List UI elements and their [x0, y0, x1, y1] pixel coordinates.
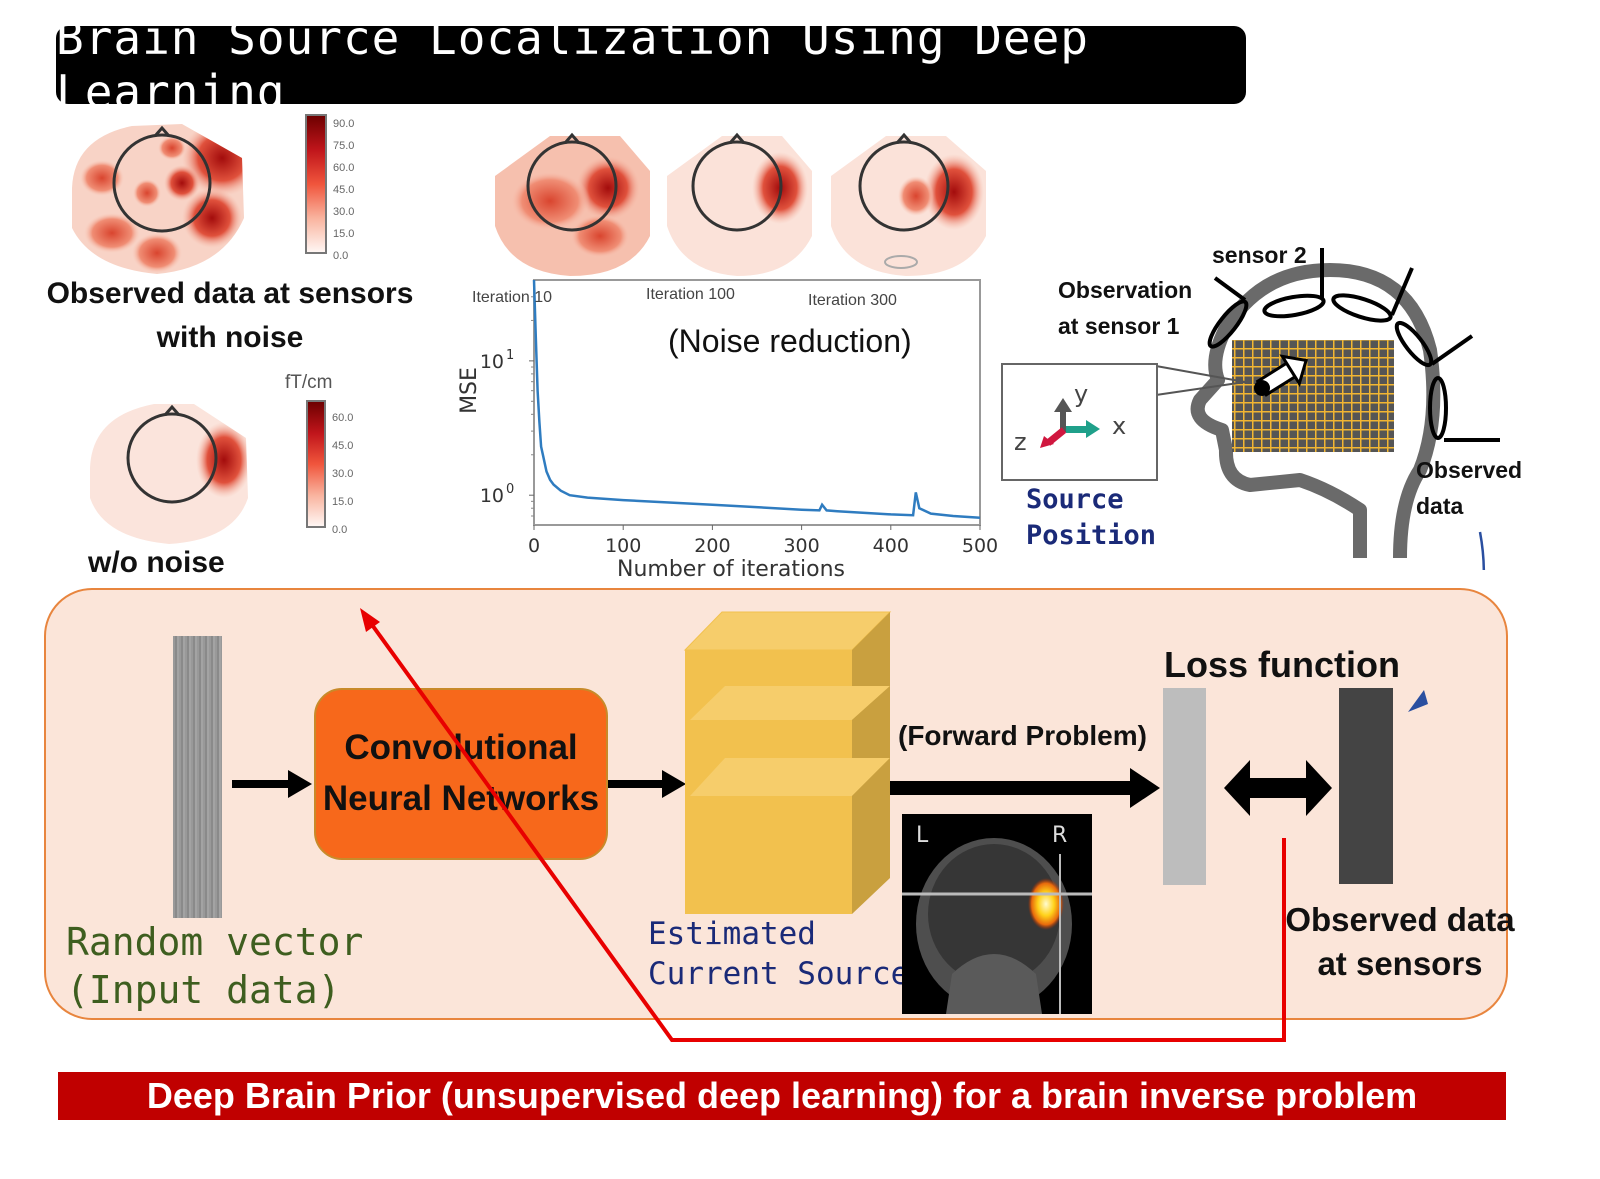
x-tick-label: 0	[528, 535, 540, 557]
colorbar-tick: 90.0	[333, 118, 355, 130]
colorbar-tick: 15.0	[333, 228, 355, 240]
arrow-to-cnn	[232, 770, 312, 798]
observed-data-bar	[1339, 688, 1393, 884]
mse-series-line	[532, 279, 981, 519]
iteration-label-100: Iteration 100	[646, 286, 735, 303]
clean-caption: w/o noise	[88, 546, 225, 579]
colorbar-noisy-ticks: 90.0 75.0 60.0 45.0 30.0 15.0 0.0	[333, 118, 383, 262]
cube-bottom	[685, 758, 890, 914]
axis-x-label: x	[1112, 412, 1126, 440]
noisy-caption-line1: Observed data at sensors	[46, 277, 414, 310]
cnn-line2: Neural Networks	[322, 779, 600, 818]
y-tick-exponent: 0	[506, 482, 514, 497]
y-tick-exponent: 1	[506, 348, 514, 363]
random-vector-line1: Random vector	[66, 920, 364, 964]
axis-callout-box	[1001, 363, 1158, 481]
observed-data-flow-arrow	[1478, 531, 1485, 570]
observation-sensor-1-label: Observation at sensor 1	[1058, 272, 1192, 344]
x-axis-label: Number of iterations	[617, 557, 845, 582]
axes-icon	[1040, 398, 1100, 448]
y-tick-label: 10	[480, 351, 504, 373]
colorbar-tick: 45.0	[332, 440, 354, 452]
observed-sensors-line2: at sensors	[1317, 945, 1483, 982]
estimated-source-label: Estimated Current Source	[648, 914, 909, 994]
y-axis-label: MSE	[457, 367, 482, 414]
colorbar-unit: fT/cm	[285, 372, 333, 393]
iteration-label-300: Iteration 300	[808, 292, 897, 309]
noisy-caption-line2: with noise	[156, 321, 304, 354]
source-line1: Source	[1026, 484, 1124, 515]
x-tick-label: 100	[605, 535, 641, 557]
source-dipole-arrow	[1254, 354, 1309, 397]
y-tick-label: 10	[480, 485, 504, 507]
colorbar-tick: 0.0	[333, 250, 349, 262]
topomap-noisy	[72, 124, 244, 274]
colorbar-tick: 15.0	[332, 496, 354, 508]
colorbar-clean	[306, 400, 326, 528]
mri-image: L R	[902, 814, 1092, 1014]
iteration-label-10: Iteration 10	[472, 289, 552, 306]
x-tick-label: 200	[694, 535, 730, 557]
observation-line2: at sensor 1	[1058, 313, 1180, 339]
cnn-line1: Convolutional	[344, 728, 578, 768]
random-vector-line2: (Input data)	[66, 968, 341, 1012]
arrow-to-source	[608, 770, 686, 798]
noisy-caption: Observed data at sensors with noise	[20, 272, 440, 360]
topomap-clean	[90, 404, 248, 544]
axis-y-label: y	[1074, 380, 1088, 408]
head-outline	[1190, 263, 1441, 559]
mri-right-label: R	[1052, 823, 1067, 848]
compare-double-arrow	[1224, 760, 1332, 816]
sensor-coils	[1207, 248, 1500, 442]
x-axis-ticks: 0 100 200 300 400 500	[528, 525, 998, 557]
colorbar-tick: 60.0	[332, 412, 354, 424]
colorbar-tick: 45.0	[333, 184, 355, 196]
estimated-source-cubes	[683, 611, 892, 914]
random-vector-label: Random vector (Input data)	[66, 918, 363, 1014]
colorbar-tick: 0.0	[332, 524, 348, 536]
topomap-iteration-300	[831, 132, 986, 276]
colorbar-tick: 75.0	[333, 140, 355, 152]
forward-problem-label: (Forward Problem)	[898, 720, 1147, 751]
plot-frame	[533, 279, 981, 526]
observed-line2: data	[1416, 493, 1464, 519]
colorbar-tick: 30.0	[333, 206, 355, 218]
colorbar-noisy	[305, 114, 327, 254]
observation-line1: Observation	[1058, 277, 1193, 303]
colorbar-tick: 60.0	[333, 162, 355, 174]
observed-sensors-line1: Observed data	[1285, 901, 1515, 938]
predicted-data-bar	[1163, 688, 1206, 885]
source-position-label: Source Position	[1026, 482, 1156, 554]
random-vector-bar	[173, 636, 222, 918]
forward-problem-arrow	[890, 768, 1160, 808]
loss-function-label: Loss function	[1164, 644, 1400, 685]
x-tick-label: 500	[962, 535, 998, 557]
cnn-block: Convolutional Neural Networks	[314, 688, 608, 860]
axis-z-label: z	[1014, 428, 1027, 456]
x-tick-label: 400	[873, 535, 909, 557]
head-diagram: y x z	[1001, 248, 1500, 570]
colorbar-clean-ticks: 60.0 45.0 30.0 15.0 0.0	[332, 412, 382, 536]
estimated-line1: Estimated	[648, 916, 816, 952]
observed-line1: Observed	[1416, 457, 1523, 483]
source-line2: Position	[1026, 520, 1157, 551]
colorbar-tick: 30.0	[332, 468, 354, 480]
observed-data-label: Observed data	[1416, 452, 1522, 524]
noise-reduction-annotation: (Noise reduction)	[668, 323, 912, 359]
mri-left-label: L	[916, 823, 929, 848]
x-tick-label: 300	[783, 535, 819, 557]
topomap-iteration-100	[667, 132, 812, 276]
iteration-topomaps	[495, 132, 986, 276]
topomap-iteration-10	[495, 132, 650, 276]
footer-banner: Deep Brain Prior (unsupervised deep lear…	[58, 1072, 1506, 1120]
sensor-2-label: sensor 2	[1212, 242, 1307, 268]
estimated-line2: Current Source	[648, 956, 910, 992]
source-grid	[1232, 340, 1394, 452]
observed-sensors-label: Observed data at sensors	[1280, 898, 1520, 986]
